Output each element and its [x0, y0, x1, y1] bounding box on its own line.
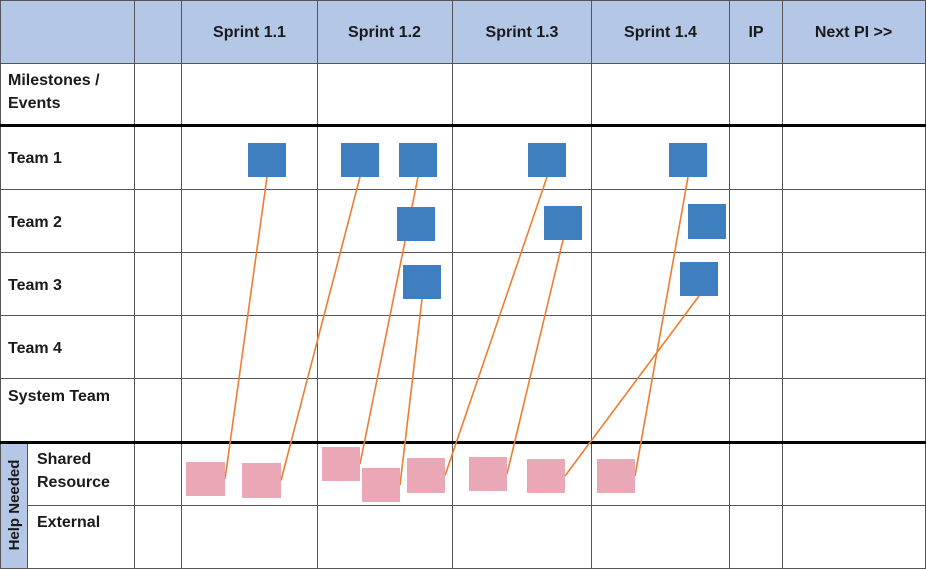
help-card-shared-3[interactable]	[322, 447, 360, 481]
team-card-team1-sprint1-2-b[interactable]	[399, 143, 437, 177]
dependency-line-5	[444, 176, 548, 476]
help-cards	[186, 447, 635, 502]
help-card-shared-6[interactable]	[469, 457, 507, 491]
row-label-external: External	[37, 514, 100, 531]
team-card-team2-sprint1-3[interactable]	[544, 206, 582, 240]
help-card-shared-8[interactable]	[597, 459, 635, 493]
row-label-system-team: System Team	[8, 388, 110, 405]
row-label-team-2: Team 2	[8, 214, 62, 231]
help-card-shared-5[interactable]	[407, 458, 445, 493]
row-labels: Milestones / Events Team 1 Team 2 Team 3…	[8, 72, 110, 531]
row-label-milestones-1: Milestones /	[8, 72, 100, 89]
header-row	[1, 1, 925, 63]
header-sprint-1-2: Sprint 1.2	[348, 24, 421, 41]
help-needed-label: Help Needed	[6, 460, 23, 551]
row-label-team-3: Team 3	[8, 277, 62, 294]
dependency-line-2	[280, 176, 361, 481]
team-card-team2-sprint1-4[interactable]	[688, 204, 726, 239]
team-card-team1-sprint1-1[interactable]	[248, 143, 286, 177]
help-card-shared-4[interactable]	[362, 468, 400, 502]
help-card-shared-2[interactable]	[242, 463, 281, 498]
team-card-team3-sprint1-2[interactable]	[403, 265, 441, 299]
team-card-team1-sprint1-2-a[interactable]	[341, 143, 379, 177]
header-sprint-1-1: Sprint 1.1	[213, 24, 286, 41]
help-card-shared-1[interactable]	[186, 462, 225, 496]
row-label-team-4: Team 4	[8, 340, 62, 357]
team-card-team2-sprint1-2[interactable]	[397, 207, 435, 241]
dependency-lines	[224, 176, 700, 486]
row-label-shared-2: Resource	[37, 474, 110, 491]
team-card-team1-sprint1-4[interactable]	[669, 143, 707, 177]
dependency-line-4	[399, 298, 423, 486]
column-headers: Sprint 1.1 Sprint 1.2 Sprint 1.3 Sprint …	[213, 24, 892, 41]
dependency-line-7	[564, 295, 700, 477]
team-card-team1-sprint1-3[interactable]	[528, 143, 566, 177]
row-label-milestones-2: Events	[8, 95, 61, 112]
dependency-line-8	[634, 176, 689, 477]
header-sprint-1-4: Sprint 1.4	[624, 24, 697, 41]
help-card-shared-7[interactable]	[527, 459, 565, 493]
header-sprint-1-3: Sprint 1.3	[486, 24, 559, 41]
row-label-shared-1: Shared	[37, 451, 91, 468]
help-needed-band	[1, 443, 27, 568]
team-cards	[248, 143, 726, 299]
header-next-pi: Next PI >>	[815, 24, 892, 41]
team-card-team3-sprint1-4[interactable]	[680, 262, 718, 296]
dependency-line-6	[506, 239, 564, 475]
header-ip: IP	[748, 24, 763, 41]
row-label-team-1: Team 1	[8, 150, 62, 167]
dependency-line-1	[224, 176, 268, 480]
